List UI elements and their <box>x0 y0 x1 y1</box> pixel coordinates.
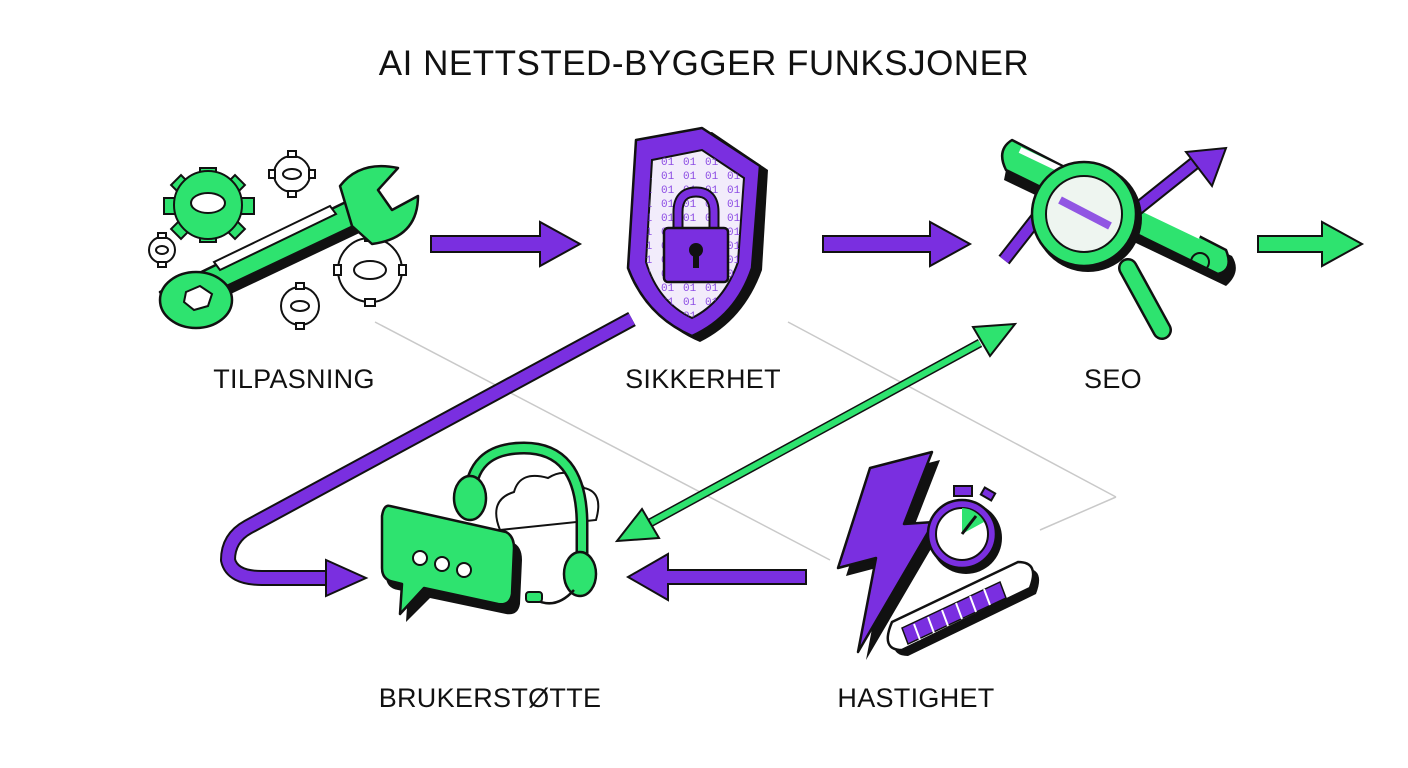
magnifier-icon <box>1030 160 1172 340</box>
wrench-icon <box>158 164 420 330</box>
magnifier-growth-icon <box>998 138 1236 340</box>
lightning-icon <box>836 450 942 660</box>
wrench-gears-icon <box>148 150 420 330</box>
arrow-sikkerhet-to-seo <box>822 220 973 268</box>
chat-bubble-icon <box>380 504 522 622</box>
padlock-icon <box>662 186 730 284</box>
guide-lines <box>374 321 1117 561</box>
progress-bar-icon <box>886 560 1040 656</box>
arrow-brukerstotte-seo-bidirectional <box>614 322 1018 543</box>
diagram-title: AI NETTSTED-BYGGER FUNKSJONER <box>378 44 1030 83</box>
headset-icon <box>452 441 598 605</box>
node-label-hastighet: HASTIGHET <box>837 683 995 713</box>
lightning-stopwatch-icon <box>836 450 1040 660</box>
stopwatch-icon <box>926 485 1002 574</box>
arrow-hastighet-to-brukerstotte <box>625 552 807 602</box>
node-label-brukerstotte: BRUKERSTØTTE <box>378 683 602 713</box>
node-label-tilpasning: TILPASNING <box>213 364 375 394</box>
shield-lock-icon <box>626 126 768 342</box>
arrow-sikkerhet-to-brukerstotte <box>220 311 636 598</box>
node-label-sikkerhet: SIKKERHET <box>625 364 781 394</box>
arrow-seo-to-next <box>1257 220 1365 268</box>
gear-green-icon <box>163 167 255 243</box>
arrow-tilpasning-to-sikkerhet <box>430 220 583 268</box>
chat-headset-icon <box>380 441 600 622</box>
node-label-seo: SEO <box>1084 364 1142 394</box>
